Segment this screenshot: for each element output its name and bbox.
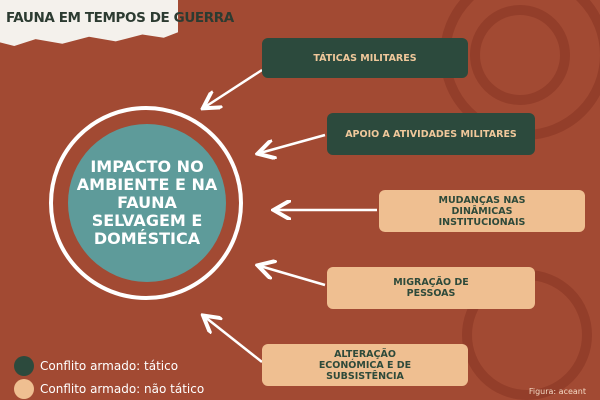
legend-dot-icon: [14, 379, 34, 399]
legend-tactical: Conflito armado: tático: [14, 356, 178, 376]
box-mudancas-dinamicas: MUDANÇAS NAS DINÂMICAS INSTITUCIONAIS: [379, 190, 585, 232]
box-label: ALTERAÇÃO ECONÓMICA E DE SUBSISTÊNCIA: [318, 348, 412, 382]
box-apoio-atividades-militares: APOIO A ATIVIDADES MILITARES: [327, 113, 535, 155]
arrow: [205, 317, 263, 363]
arrow: [260, 133, 326, 153]
box-label: MIGRAÇÃO DE PESSOAS: [393, 277, 469, 299]
box-alteracao-economica: ALTERAÇÃO ECONÓMICA E DE SUBSISTÊNCIA: [262, 344, 468, 386]
arrow: [205, 68, 263, 107]
arrow: [260, 266, 326, 287]
page-title: FAUNA EM TEMPOS DE GUERRA: [6, 10, 234, 26]
box-label: MUDANÇAS NAS DINÂMICAS INSTITUCIONAIS: [438, 194, 526, 228]
box-label: TÁTICAS MILITARES: [313, 52, 417, 64]
legend-label: Conflito armado: não tático: [40, 382, 205, 396]
center-label: IMPACTO NO AMBIENTE E NA FAUNA SELVAGEM …: [76, 157, 218, 248]
center-impact: IMPACTO NO AMBIENTE E NA FAUNA SELVAGEM …: [68, 124, 226, 282]
legend-dot-icon: [14, 356, 34, 376]
legend-label: Conflito armado: tático: [40, 359, 179, 373]
box-migracao-pessoas: MIGRAÇÃO DE PESSOAS: [327, 267, 535, 309]
decorative-swirl: [470, 5, 570, 105]
box-label: APOIO A ATIVIDADES MILITARES: [345, 128, 517, 140]
center-ring: [49, 106, 243, 300]
figure-credit: Figura: aceant: [528, 387, 586, 396]
box-taticas-militares: TÁTICAS MILITARES: [262, 38, 468, 78]
legend-non-tactical: Conflito armado: não tático: [14, 379, 204, 399]
